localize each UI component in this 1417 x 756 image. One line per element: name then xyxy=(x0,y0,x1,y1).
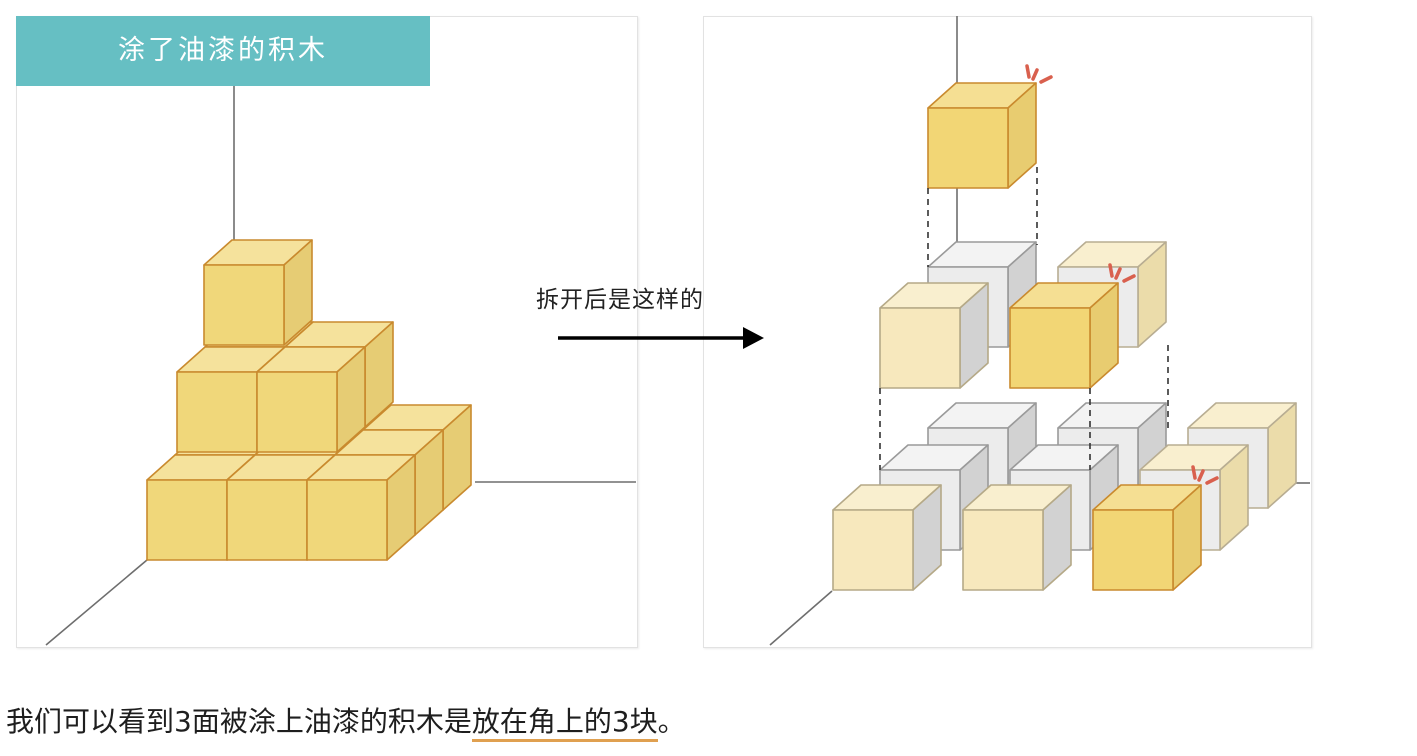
right-axis-diagonal xyxy=(769,590,833,646)
right-cube-layers xyxy=(832,82,1297,591)
cube-front-face xyxy=(176,371,258,453)
left-axes xyxy=(45,86,636,646)
right-cube xyxy=(879,282,989,389)
left-cube xyxy=(203,239,313,346)
cube-front-face xyxy=(1009,307,1091,389)
sparkle-marks xyxy=(1025,64,1219,485)
caption: 我们可以看到3面被涂上油漆的积木是放在角上的3块。 xyxy=(6,700,686,742)
caption-highlight: 放在角上的3块 xyxy=(471,705,658,742)
cube-front-face xyxy=(256,371,338,453)
cube-front-face xyxy=(146,479,228,561)
caption-end: 。 xyxy=(657,705,686,738)
cube-front-face xyxy=(879,307,961,389)
sparkle-mark-icon xyxy=(1108,263,1136,283)
cube-front-face xyxy=(1092,509,1174,591)
sparkle-mark-icon xyxy=(1025,64,1053,84)
cube-front-face xyxy=(306,479,388,561)
left-cube-stack xyxy=(146,239,472,561)
corner-cube-highlighted xyxy=(1009,282,1119,389)
cube-front-face xyxy=(203,264,285,346)
left-axis-diagonal xyxy=(45,559,148,646)
corner-cube-highlighted xyxy=(1092,484,1202,591)
left-cube xyxy=(306,454,416,561)
right-cube xyxy=(832,484,942,591)
cube-front-face xyxy=(962,509,1044,591)
panel-title-banner: 涂了油漆的积木 xyxy=(16,16,430,86)
cube-front-face xyxy=(226,479,308,561)
caption-text: 我们可以看到3面被涂上油漆的积木是 xyxy=(6,705,472,738)
right-cube xyxy=(962,484,1072,591)
right-arrow-icon xyxy=(558,327,764,349)
cube-front-face xyxy=(832,509,914,591)
arrow-label: 拆开后是这样的 xyxy=(536,287,704,313)
cube-front-face xyxy=(927,107,1009,189)
corner-cube-highlighted xyxy=(927,82,1037,189)
left-cube xyxy=(256,346,366,453)
dashed-guide-lines xyxy=(879,167,1169,470)
sparkle-mark-icon xyxy=(1191,465,1219,485)
